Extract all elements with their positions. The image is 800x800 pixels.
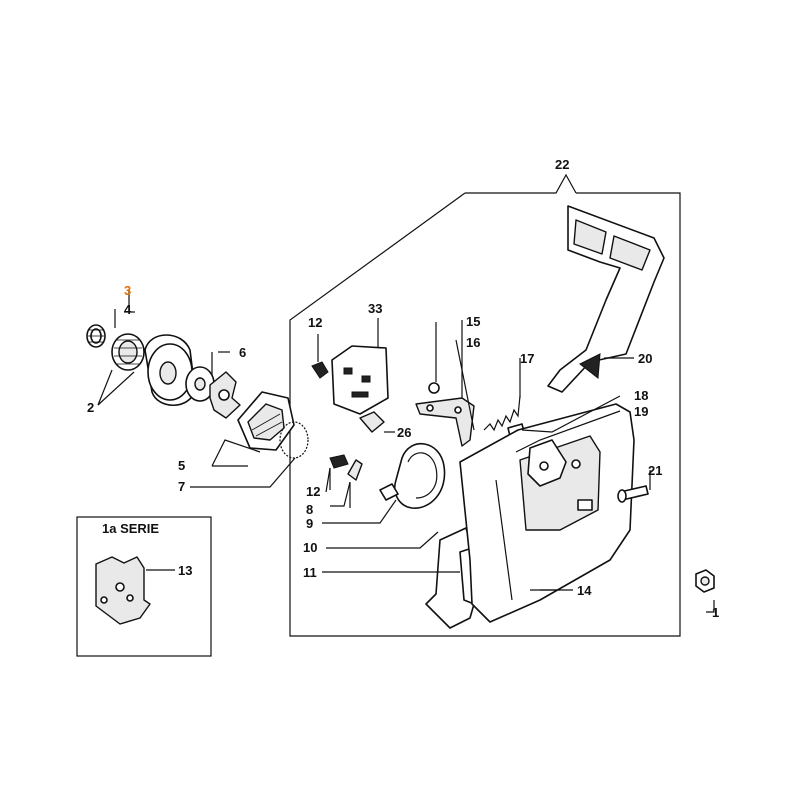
callout-14: 14 [577, 583, 592, 598]
screw-part-12-bottom [329, 454, 349, 490]
callout-18: 18 [634, 388, 648, 403]
callout-12-top: 12 [308, 315, 322, 330]
inset-title: 1a SERIE [102, 521, 159, 536]
callout-19: 19 [634, 404, 648, 419]
group-22-boundary [289, 192, 681, 637]
clutch-shoes-part-5 [237, 391, 295, 451]
clutch-drum-part [144, 334, 196, 406]
bushing-part-15 [428, 322, 440, 394]
sprocket-part-2 [111, 333, 145, 371]
callout-21: 21 [648, 463, 662, 478]
callout-33: 33 [368, 301, 382, 316]
pin-part-8 [347, 459, 363, 508]
brake-band-part-9 [379, 442, 446, 509]
clip-part-26 [359, 411, 395, 433]
screw-part-12-top [311, 334, 329, 379]
callout-8: 8 [306, 502, 313, 517]
bracket-part-33 [331, 318, 389, 415]
callout-26: 26 [397, 425, 411, 440]
callout-10: 10 [303, 540, 317, 555]
callout-5: 5 [178, 458, 185, 473]
needle-bearing-part-4 [86, 324, 106, 348]
chain-brake-cover-part-14 [459, 403, 635, 623]
callout-1: 1 [712, 605, 719, 620]
inset-part-13 [95, 556, 151, 625]
callout-4: 4 [124, 302, 132, 317]
callout-16: 16 [466, 335, 480, 350]
hand-guard-part-20 [547, 205, 665, 393]
callout-13: 13 [178, 563, 192, 578]
callout-3: 3 [124, 283, 131, 298]
plate-part-11 [425, 527, 475, 629]
washer-part-6 [185, 366, 215, 402]
brake-lever-part-16 [415, 397, 475, 447]
callout-6: 6 [239, 345, 246, 360]
nut-part-1 [695, 569, 715, 613]
callout-15: 15 [466, 314, 480, 329]
bolt-part-21 [617, 485, 649, 503]
callout-12-bottom: 12 [306, 484, 320, 499]
callout-17: 17 [520, 351, 534, 366]
clutch-spider-part [209, 371, 241, 419]
callout-22: 22 [555, 157, 569, 172]
callout-11: 11 [303, 565, 317, 580]
clutch-spring-part-7 [279, 421, 309, 459]
inset-1a-serie-box [76, 516, 212, 657]
callout-2: 2 [87, 400, 94, 415]
spring-part-17 [483, 395, 521, 432]
callout-7: 7 [178, 479, 185, 494]
group-22-bracket [465, 173, 577, 194]
callout-9: 9 [306, 516, 313, 531]
callout-20: 20 [638, 351, 652, 366]
